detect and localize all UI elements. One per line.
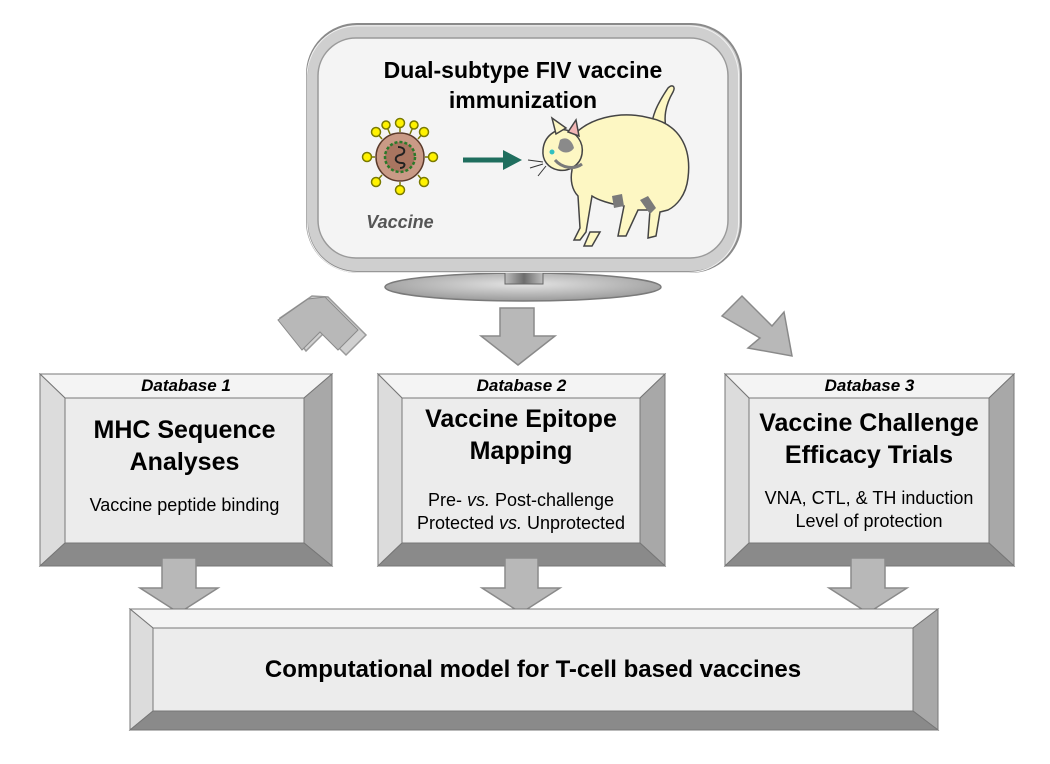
database-3-description-line-1: VNA, CTL, & TH induction [764,488,974,508]
cat-icon [527,85,690,247]
database-1-frame [38,372,334,568]
database-2-title: Vaccine Epitope Mapping [402,403,640,467]
vaccination-arrow-icon [463,150,522,170]
database-1-title: MHC Sequence Analyses [65,414,304,478]
monitor-title-line-2: immunization [448,87,598,113]
monitor-title: Dual-subtype FIV vaccine immunization [318,55,728,115]
model-label: Computational model for T-cell based vac… [264,656,802,683]
database-3-description: VNA, CTL, & TH induction Level of protec… [749,487,989,533]
database-2-label: Database 2 [476,376,567,395]
vaccine-label: Vaccine [366,212,434,232]
arrow-db3-to-model [826,557,910,614]
database-1-title-line-2: Analyses [129,448,240,476]
arrow-to-database-3 [720,294,793,357]
database-1-label: Database 1 [141,376,231,395]
database-2-description-line-2: Protected vs. Unprotected [416,513,626,533]
database-2-description-line-1: Pre- vs. Post-challenge [427,490,615,510]
database-3-label: Database 3 [824,376,915,395]
database-1-description: Vaccine peptide binding [89,495,280,515]
database-3-title-line-2: Efficacy Trials [784,441,954,469]
database-3-title-line-1: Vaccine Challenge [759,409,979,437]
database-2-frame [376,372,667,568]
arrow-db2-to-model [479,557,563,614]
database-3-frame [723,372,1016,568]
database-3-title: Vaccine Challenge Efficacy Trials [749,407,989,471]
arrow-db1-to-model [137,557,221,614]
database-2-title-line-2: Mapping [469,437,573,465]
database-3-description-line-2: Level of protection [795,511,943,531]
database-2-title-line-1: Vaccine Epitope [425,405,617,433]
database-2-description: Pre- vs. Post-challenge Protected vs. Un… [400,489,642,535]
virus-icon [361,117,439,196]
database-1-title-line-1: MHC Sequence [93,416,276,444]
arrow-to-database-2 [478,307,558,366]
arrow-to-database-1 [277,295,368,357]
monitor-title-line-1: Dual-subtype FIV vaccine [383,57,663,83]
model-frame [128,607,940,732]
